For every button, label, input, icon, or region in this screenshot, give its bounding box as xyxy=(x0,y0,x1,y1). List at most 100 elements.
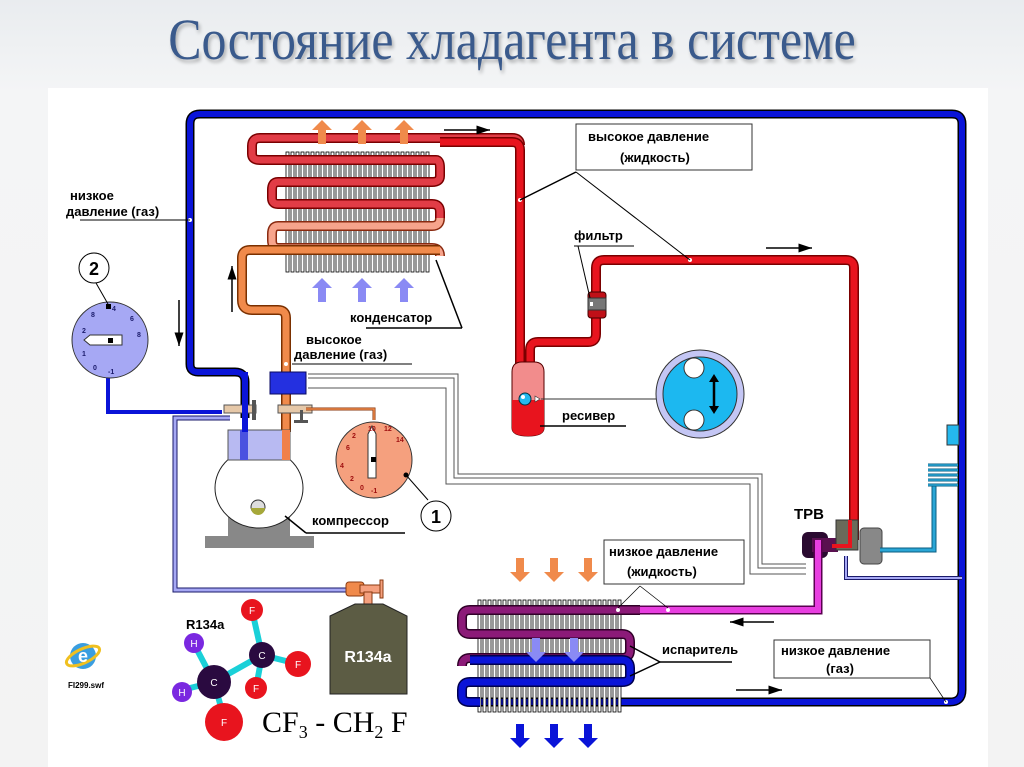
gauge-2-number: 2 xyxy=(89,259,99,279)
arrow-down-icon xyxy=(544,558,564,582)
arrow-up-icon xyxy=(394,278,414,302)
r134a-molecule: F F F F C C H H R134a xyxy=(172,599,311,741)
label-low-pressure-gas-left: низкое xyxy=(70,188,114,203)
arrow-up-icon xyxy=(312,278,332,302)
condenser-fin xyxy=(355,151,360,273)
condenser-fin xyxy=(330,151,335,273)
condenser-fin xyxy=(420,151,425,273)
filter xyxy=(587,291,607,319)
gauge1-tick: 12 xyxy=(384,426,392,433)
gauge2-tick: 8 xyxy=(137,332,141,339)
label-high-pressure-liquid-2: (жидкость) xyxy=(620,150,690,165)
desktop-icon-label: FI299.swf xyxy=(68,681,104,690)
sensing-bulb xyxy=(928,424,960,487)
atom-label: F xyxy=(221,718,227,729)
arrow-down-icon xyxy=(510,558,530,582)
condenser-fin xyxy=(360,151,365,273)
gauge1-tick: 14 xyxy=(396,437,404,444)
evaporator xyxy=(457,599,640,713)
gauge-low-pressure: 4 6 8 8 2 1 0 -1 2 xyxy=(71,252,149,379)
gauge1-tick: 2 xyxy=(350,476,354,483)
atom-label: F xyxy=(249,606,255,617)
condenser-fin xyxy=(315,151,320,273)
callout-low-pressure-liquid xyxy=(603,539,745,585)
chemical-formula: CF3 - CH2 F xyxy=(262,706,408,742)
compressor xyxy=(205,371,376,548)
label-filter: фильтр xyxy=(574,228,623,243)
desktop-icon[interactable]: e FI299.swf xyxy=(64,642,105,690)
atom-label: F xyxy=(253,684,259,695)
label-low-pressure-gas-right-2: (газ) xyxy=(826,661,854,676)
gauge1-tick: 4 xyxy=(340,463,344,470)
label-high-pressure-gas: высокое xyxy=(306,332,362,347)
condenser-fin xyxy=(395,151,400,273)
atom-label: H xyxy=(178,688,185,699)
condenser-fin xyxy=(290,151,295,273)
condenser-fin xyxy=(325,151,330,273)
condenser-fin xyxy=(415,151,420,273)
gauge2-tick: -1 xyxy=(108,369,114,376)
receiver xyxy=(511,361,662,437)
cylinder-label: R134a xyxy=(344,649,391,666)
high-pressure-liquid-line xyxy=(440,137,859,540)
condenser-fin xyxy=(345,151,350,273)
gauge2-tick: 4 xyxy=(112,306,116,313)
atom-label: F xyxy=(295,660,301,671)
condenser-fin xyxy=(375,151,380,273)
arrow-up-icon xyxy=(312,120,332,144)
internet-explorer-icon: e xyxy=(78,646,88,666)
label-low-pressure-gas-right: низкое давление xyxy=(781,643,890,658)
gauge2-tick: 2 xyxy=(82,328,86,335)
atom-label: C xyxy=(258,651,265,662)
label-trv: ТРВ xyxy=(794,506,824,523)
arrow-down-icon xyxy=(564,638,584,662)
gauge1-tick: 6 xyxy=(346,445,350,452)
condenser-fin xyxy=(310,151,315,273)
condenser-fin xyxy=(370,151,375,273)
arrow-up-icon xyxy=(352,120,372,144)
gauge1-tick: 10 xyxy=(368,426,376,433)
arrow-down-icon xyxy=(544,724,564,748)
gauge1-tick: -1 xyxy=(371,488,377,495)
label-receiver: ресивер xyxy=(562,408,615,423)
refrigerant-cylinder: R134a xyxy=(329,579,408,695)
label-compressor: компрессор xyxy=(312,513,389,528)
gauge2-tick: 1 xyxy=(82,351,86,358)
gauge2-tick: 6 xyxy=(130,316,134,323)
arrow-up-icon xyxy=(394,120,414,144)
condenser-fin xyxy=(300,151,305,273)
sight-glass xyxy=(655,349,745,439)
gauge1-tick: 0 xyxy=(360,485,364,492)
condenser-fin xyxy=(365,151,370,273)
atom-label: C xyxy=(210,678,217,689)
condenser-fin xyxy=(425,151,430,273)
condenser-fin xyxy=(320,151,325,273)
condenser-fin xyxy=(380,151,385,273)
condenser xyxy=(247,133,525,273)
atom-label: H xyxy=(190,639,197,650)
condenser-fin xyxy=(285,151,290,273)
label-evaporator: испаритель xyxy=(662,642,738,657)
label-low-pressure-liquid-2: (жидкость) xyxy=(627,564,697,579)
condenser-fin xyxy=(335,151,340,273)
gauge1-tick: 2 xyxy=(352,433,356,440)
condenser-fin xyxy=(305,151,310,273)
condenser-fin xyxy=(390,151,395,273)
molecule-label: R134a xyxy=(186,617,225,632)
callout-high-pressure-liquid xyxy=(575,123,753,171)
condenser-fin xyxy=(405,151,410,273)
arrow-down-icon xyxy=(578,558,598,582)
gauge2-tick: 0 xyxy=(93,365,97,372)
arrow-up-icon xyxy=(352,278,372,302)
condenser-fin xyxy=(410,151,415,273)
condenser-fin xyxy=(400,151,405,273)
condenser-fin xyxy=(340,151,345,273)
arrow-down-icon xyxy=(578,724,598,748)
label-low-pressure-gas-left-2: давление (газ) xyxy=(66,204,159,219)
gauge2-tick: 8 xyxy=(91,312,95,319)
label-low-pressure-liquid: низкое давление xyxy=(609,544,718,559)
gauge-high-pressure: 10 12 14 2 6 4 2 0 -1 1 xyxy=(335,421,452,532)
arrow-down-icon xyxy=(510,724,530,748)
condenser-fin xyxy=(295,151,300,273)
